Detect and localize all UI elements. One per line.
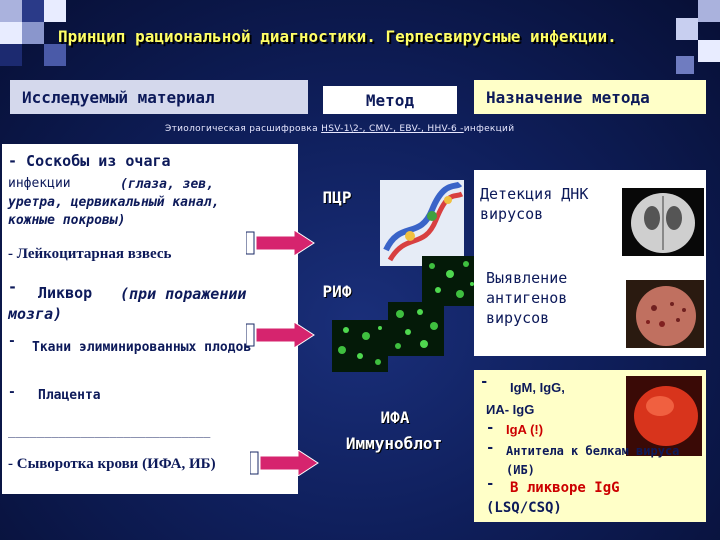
ifa-lsq-csq: (LSQ/CSQ) [486,500,562,516]
decor-square [44,0,66,22]
material-csf-note: (при поражении мозга) [8,285,247,323]
material-tissues: Ткани элиминированных плодов [32,340,252,355]
arrow-to-rif [246,322,315,348]
fluorescence-image [332,320,388,372]
method-rif: РИФ [322,282,352,301]
fluorescence-image [388,302,444,356]
method-immunoblot: Иммуноблот [345,434,443,453]
decor-square [22,22,44,44]
etiology-prefix: Этиологическая расшифровка [165,124,322,134]
arrow-to-pcr [246,230,315,256]
etiology-suffix: инфекций [463,124,515,134]
materials-panel [2,144,298,494]
newborn-image [626,376,702,456]
material-csf-dash: - [8,278,18,296]
material-serum: - Сыворотка крови (ИФА, ИБ) [8,456,216,472]
dna-helix-image [380,180,464,266]
purpose-dna-detection: Детекция ДНК вирусов [480,185,589,223]
ifa-dash: - [486,440,495,456]
header-purpose: Назначение метода [474,80,706,114]
material-tissues-dash: - [8,334,16,349]
ifa-csf-igg: В ликворе IgG [510,480,620,496]
purpose-antigen-detection: Выявление антигенов вирусов [486,269,568,327]
method-pcr: ПЦР [322,188,352,207]
etiology-note: Этиологическая расшифровка HSV-1\2-, CMV… [165,124,514,134]
material-leukocyte: - Лейкоцитарная взвесь [8,246,172,262]
material-scrapings: - Соскобы из очага [8,152,171,170]
arrow-to-ifa [250,450,319,476]
decor-square [676,18,698,40]
slide-title: Принцип рациональной диагностики. Герпес… [58,27,617,46]
fluorescence-image [422,256,478,306]
decor-square [0,0,22,22]
decor-square [0,44,22,66]
header-material: Исследуемый материал [10,80,308,114]
ifa-dash: - [486,420,495,436]
material-placenta: Плацента [38,388,101,403]
brain-scan-image [622,188,704,258]
decor-square [698,0,720,22]
ifa-iga: IgA (!) [506,422,544,437]
material-placenta-dash: - [8,385,16,400]
skin-lesion-image [626,280,704,348]
ifa-dash: - [480,374,489,390]
ifa-dash: - [486,476,495,492]
etiology-viruses: HSV-1\2-, CMV-, EBV-, HHV-6 - [321,124,464,134]
material-scrapings-sites: (глаза, зев, уретра, цервикальный канал,… [8,177,220,228]
decor-square [44,44,66,66]
decor-square [676,56,694,74]
material-csf: Ликвор [38,284,93,302]
ifa-ia-igg: ИА- IgG [486,402,535,417]
ifa-igm-igg: IgM, IgG, [510,380,565,395]
decor-square [22,0,44,22]
header-method: Метод [323,86,457,114]
method-ifa: ИФА [380,408,410,427]
decor-square [0,22,22,44]
material-scrapings-infection: инфекции [8,176,71,191]
ifa-antibodies: Антитела к белкам вируса (ИБ) [506,444,680,477]
separator-line: ____________________________ [8,424,211,438]
decor-square [698,40,720,62]
